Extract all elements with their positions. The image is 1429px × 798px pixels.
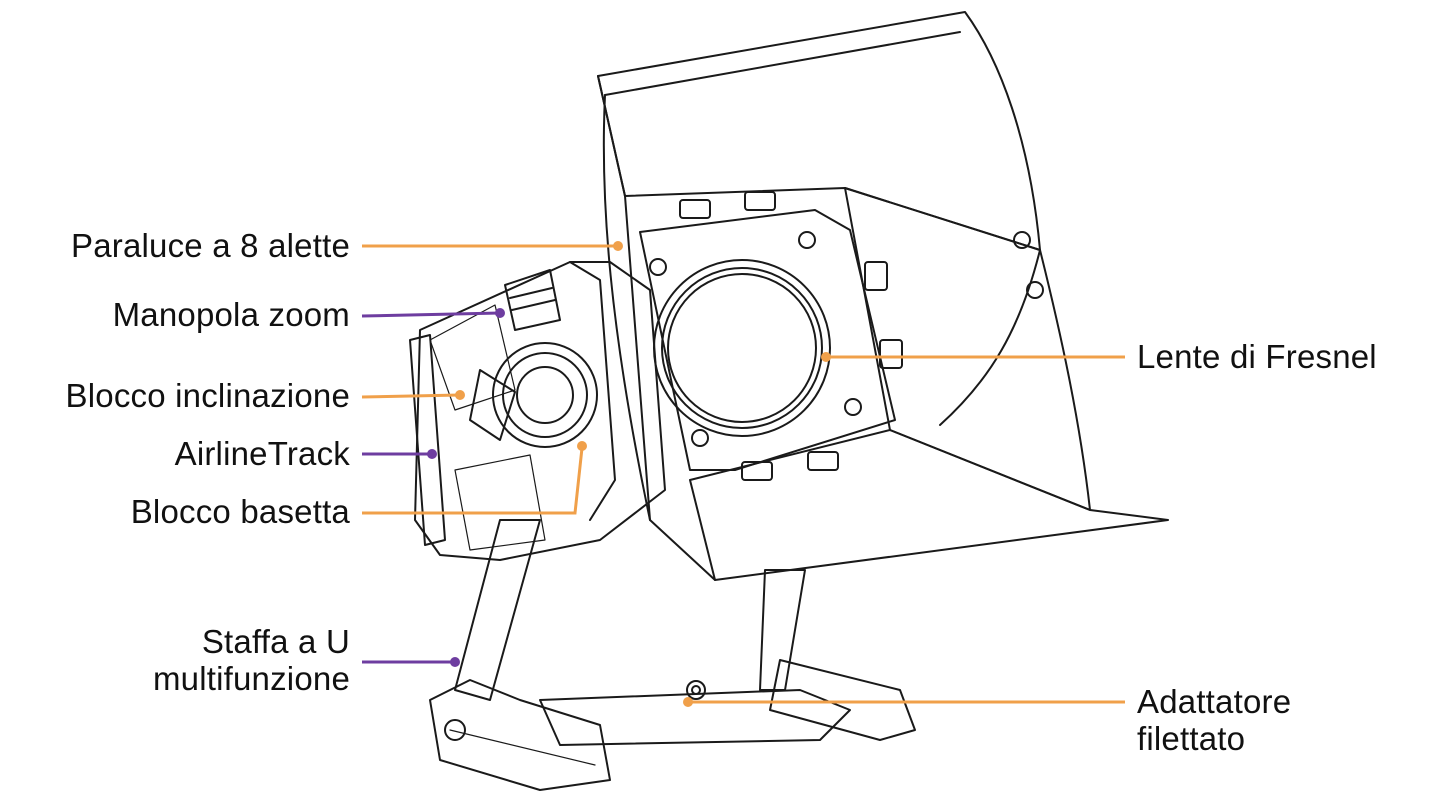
label-zoom-knob: Manopola zoom xyxy=(112,296,350,333)
zoom-knob-drawing xyxy=(504,269,561,331)
tilt-gear xyxy=(492,342,598,448)
yoke-left-arm xyxy=(454,519,541,701)
label-thread-adapter: Adattatore filettato xyxy=(1137,683,1292,757)
label-base-lock: Blocco basetta xyxy=(130,493,350,530)
bracket-right-foot xyxy=(769,659,916,741)
light-body xyxy=(414,261,666,561)
label-barndoors: Paraluce a 8 alette xyxy=(71,227,350,264)
yoke-right-arm xyxy=(759,569,806,691)
barndoor-left-side xyxy=(597,75,716,581)
front-plate xyxy=(639,209,896,471)
barndoor-right-flap xyxy=(844,187,1091,511)
barndoor-bottom-flap xyxy=(689,429,1169,581)
leader-base-lock xyxy=(362,447,584,515)
label-fresnel-lens: Lente di Fresnel xyxy=(1137,338,1377,375)
fresnel-lens-ring xyxy=(661,267,823,429)
label-airline-track: AirlineTrack xyxy=(174,435,350,472)
label-u-bracket: Staffa a U multifunzione xyxy=(152,623,350,697)
leader-tilt-lock xyxy=(361,393,461,399)
u-bracket-base xyxy=(429,679,611,791)
leader-zoom-knob xyxy=(361,311,501,318)
fresnel-lens-outer xyxy=(653,259,831,437)
label-tilt-lock: Blocco inclinazione xyxy=(65,377,350,414)
barndoor-top-flap xyxy=(597,11,1041,251)
